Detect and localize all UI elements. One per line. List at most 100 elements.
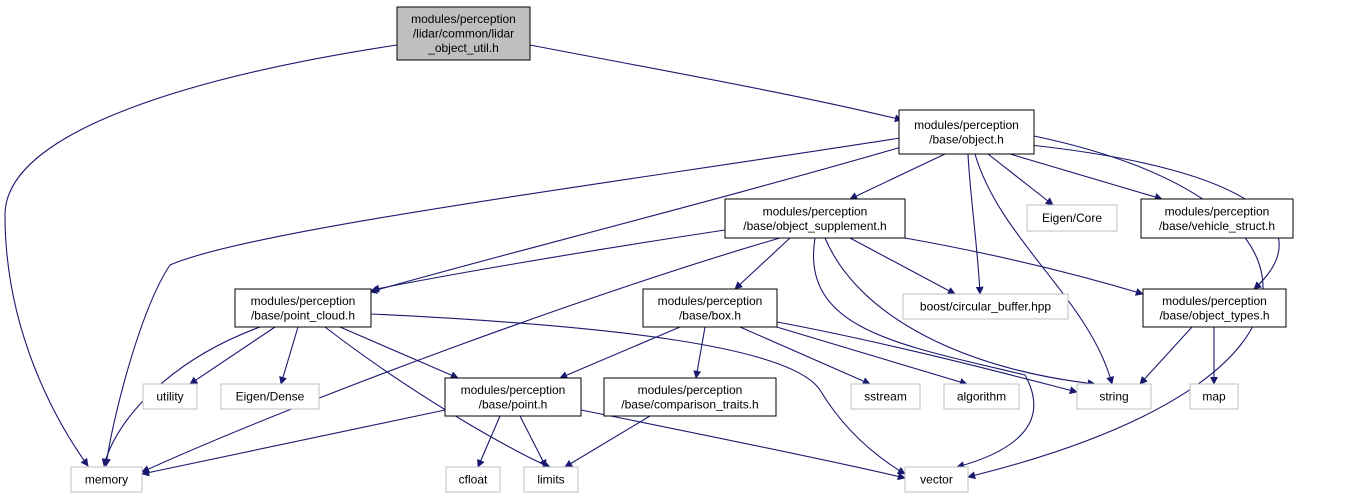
node-box	[142, 383, 198, 410]
edge-point-to-memory	[141, 409, 446, 477]
node-label-line: /base/object_types.h	[1159, 308, 1269, 322]
node-box	[444, 377, 582, 417]
node-label-line: boost/circular_buffer.hpp	[920, 300, 1052, 314]
node-box	[70, 466, 143, 493]
edge-supp-to-circular	[849, 237, 956, 295]
edge-pc-to-eigendense	[279, 326, 299, 385]
node-circular-buffer[interactable]: boost/circular_buffer.hpp	[902, 293, 1069, 320]
node-box	[1189, 383, 1239, 410]
edge-object-to-circular	[967, 153, 984, 295]
edge-point-to-limits	[519, 415, 547, 468]
edge-pc-to-vector	[370, 313, 906, 475]
node-cfloat[interactable]: cfloat	[445, 466, 501, 493]
node-object-supplement[interactable]: modules/perception/base/object_supplemen…	[724, 198, 906, 239]
node-eigen-core[interactable]: Eigen/Core	[1026, 204, 1118, 232]
node-label-line: modules/perception	[1165, 204, 1270, 218]
edge-supp-to-memory	[141, 237, 781, 473]
edge-pc-to-limits	[324, 326, 551, 469]
node-utility[interactable]: utility	[142, 383, 198, 410]
edges-layer	[4, 44, 1280, 481]
node-label-line: cfloat	[459, 473, 488, 487]
node-label-line: modules/perception	[251, 294, 356, 308]
node-box	[523, 466, 579, 493]
edge-comparison-to-limits	[564, 415, 651, 468]
node-box	[850, 383, 921, 410]
node-box	[1142, 288, 1287, 328]
edge-object-to-vehicle	[1009, 153, 1163, 201]
node-vector[interactable]: vector	[904, 466, 969, 493]
node-box	[904, 466, 969, 493]
edge-pc-to-utility	[189, 326, 276, 385]
node-label-line: /base/vehicle_struct.h	[1159, 219, 1275, 233]
node-map[interactable]: map	[1189, 383, 1239, 410]
edge-supp-to-objtypes	[904, 237, 1144, 296]
node-label-line: _object_util.h	[427, 41, 499, 55]
node-label-line: /base/comparison_traits.h	[621, 397, 758, 411]
node-box	[898, 109, 1035, 155]
nodes-layer: modules/perception/lidar/common/lidar_ob…	[70, 6, 1294, 493]
node-label-line: /base/object_supplement.h	[743, 219, 886, 233]
edge-object-to-string	[974, 153, 1115, 385]
edge-pc-to-point	[339, 326, 459, 379]
edge-object-to-pointcloud	[369, 145, 906, 294]
edge-box-to-point	[559, 326, 681, 379]
edge-point-to-cfloat	[477, 415, 501, 468]
node-label-line: Eigen/Dense	[236, 390, 305, 404]
node-point-cloud[interactable]: modules/perception/base/point_cloud.h	[234, 288, 372, 328]
node-algorithm[interactable]: algorithm	[943, 383, 1020, 410]
edge-box-to-sstream	[739, 326, 871, 385]
node-box	[396, 6, 531, 61]
node-memory[interactable]: memory	[70, 466, 143, 493]
node-box-h[interactable]: modules/perception/base/box.h	[642, 288, 778, 328]
node-vehicle-struct[interactable]: modules/perception/base/vehicle_struct.h	[1140, 198, 1294, 239]
edge-object-to-eigencore	[987, 153, 1054, 206]
node-box	[1026, 204, 1118, 232]
node-box	[603, 377, 777, 417]
edge-object-to-supplement	[849, 153, 946, 200]
node-box	[1076, 383, 1152, 410]
node-label-line: modules/perception	[411, 12, 516, 26]
node-label-line: sstream	[864, 390, 907, 404]
edge-box-to-comparison	[693, 326, 706, 379]
node-box	[943, 383, 1020, 410]
node-label-line: /base/point_cloud.h	[251, 308, 355, 322]
edge-box-to-string	[776, 321, 1078, 395]
node-box	[724, 198, 906, 239]
node-label-line: modules/perception	[658, 294, 763, 308]
edge-box-to-algorithm	[769, 324, 968, 386]
edge-supp-to-box	[734, 237, 791, 290]
node-box	[1140, 198, 1294, 239]
node-label-line: Eigen/Core	[1042, 211, 1102, 225]
edge-point-to-vector	[580, 409, 906, 481]
node-point-h[interactable]: modules/perception/base/point.h	[444, 377, 582, 417]
node-box	[902, 293, 1069, 320]
node-label-line: modules/perception	[1162, 294, 1267, 308]
node-sstream[interactable]: sstream	[850, 383, 921, 410]
node-box	[445, 466, 501, 493]
node-box	[234, 288, 372, 328]
node-label-line: modules/perception	[461, 383, 566, 397]
node-eigen-dense[interactable]: Eigen/Dense	[220, 383, 320, 410]
node-object-h[interactable]: modules/perception/base/object.h	[898, 109, 1035, 155]
edge-lidar-to-object	[529, 44, 903, 123]
node-box	[642, 288, 778, 328]
node-label-line: /lidar/common/lidar	[413, 27, 514, 41]
node-label-line: vector	[920, 473, 953, 487]
node-box	[220, 383, 320, 410]
node-comparison-traits[interactable]: modules/perception/base/comparison_trait…	[603, 377, 777, 417]
node-limits[interactable]: limits	[523, 466, 579, 493]
node-lidar-object-util[interactable]: modules/perception/lidar/common/lidar_ob…	[396, 6, 531, 61]
node-label-line: map	[1202, 390, 1226, 404]
edge-lidar-to-memory	[4, 44, 398, 467]
node-label-line: /base/object.h	[929, 132, 1004, 146]
node-label-line: /base/box.h	[679, 308, 741, 322]
node-object-types[interactable]: modules/perception/base/object_types.h	[1142, 288, 1287, 328]
edge-supp-to-vector	[812, 237, 1035, 469]
node-string[interactable]: string	[1076, 383, 1152, 410]
node-label-line: memory	[85, 473, 128, 487]
edge-objtypes-to-string	[1139, 326, 1193, 385]
node-label-line: string	[1099, 390, 1128, 404]
node-label-line: modules/perception	[638, 383, 743, 397]
node-label-line: modules/perception	[914, 118, 1019, 132]
